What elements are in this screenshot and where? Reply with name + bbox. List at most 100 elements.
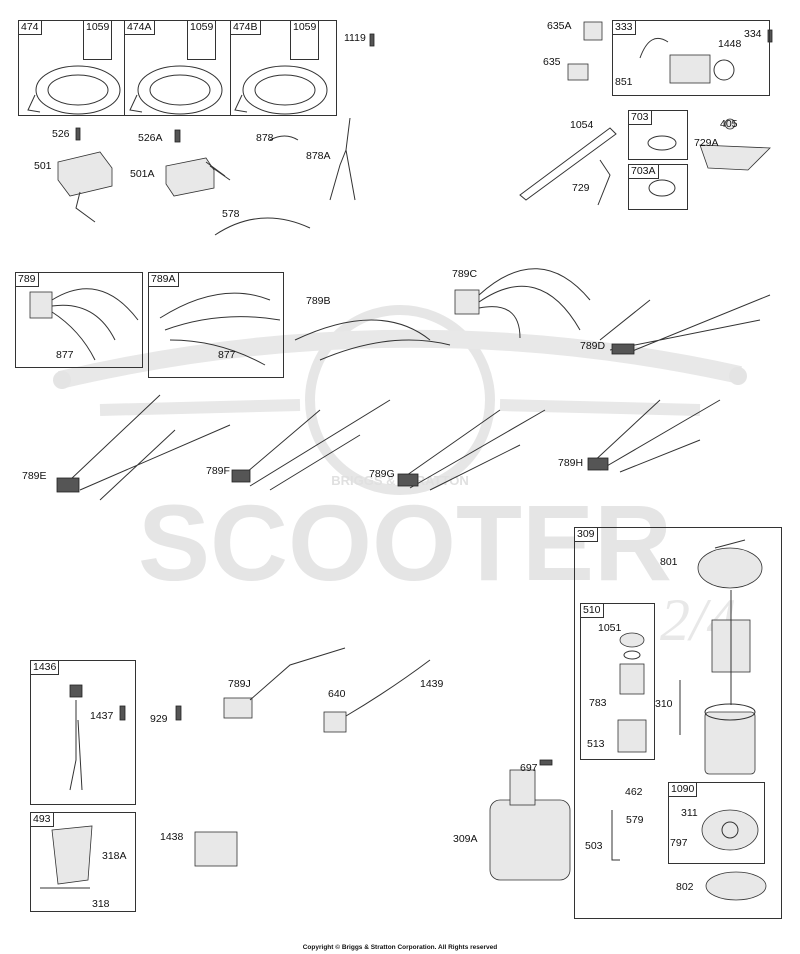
harness-789-drawing bbox=[29, 288, 139, 361]
screw-697-drawing bbox=[539, 759, 553, 766]
harness-789A-drawing bbox=[159, 292, 281, 366]
part-label-802: 802 bbox=[676, 881, 694, 893]
box-474B bbox=[230, 20, 337, 116]
regulator-501A-drawing bbox=[165, 157, 231, 197]
wire-578-drawing bbox=[214, 217, 311, 236]
housing-drawing bbox=[704, 703, 756, 775]
stator-474-drawing bbox=[27, 65, 121, 115]
wire-878-drawing bbox=[269, 135, 299, 141]
part-label-578: 578 bbox=[222, 208, 240, 220]
part-label-1051: 1051 bbox=[598, 622, 622, 634]
wire-878A-drawing bbox=[329, 117, 356, 201]
part-label-526A: 526A bbox=[138, 132, 163, 144]
part-label-318: 318 bbox=[92, 898, 110, 910]
clips-703-drawing bbox=[647, 135, 677, 197]
harness-789D-drawing bbox=[599, 294, 771, 355]
box-1436-label: 1436 bbox=[30, 660, 60, 675]
box-493-label: 493 bbox=[30, 812, 54, 827]
part-label-929: 929 bbox=[150, 713, 168, 725]
box-309 bbox=[574, 527, 782, 919]
boot-635-drawing bbox=[567, 21, 603, 81]
module-1438-drawing bbox=[194, 831, 238, 867]
box-474-sub-label: 1059 bbox=[83, 20, 113, 60]
part-label-729A: 729A bbox=[694, 137, 719, 149]
part-label-789B: 789B bbox=[306, 295, 331, 307]
part-label-310: 310 bbox=[655, 698, 673, 710]
part-label-311: 311 bbox=[681, 807, 698, 819]
box-789 bbox=[15, 272, 143, 368]
harness-640-drawing bbox=[323, 659, 431, 733]
box-1090-label: 1090 bbox=[668, 782, 698, 797]
box-789-label: 789 bbox=[15, 272, 39, 287]
screw-929-drawing bbox=[175, 705, 182, 721]
part-label-1439: 1439 bbox=[420, 678, 444, 690]
watermark-main-text: SCOOTER bbox=[138, 482, 672, 603]
harness-789H-drawing bbox=[587, 399, 721, 473]
clip-729-drawing bbox=[597, 159, 611, 206]
part-label-405: 405 bbox=[720, 118, 738, 130]
starter-309A-drawing bbox=[489, 769, 571, 881]
part-label-1119: 1119 bbox=[344, 32, 366, 44]
box-1436 bbox=[30, 660, 136, 805]
part-label-635A: 635A bbox=[547, 20, 572, 32]
box-309-label: 309 bbox=[574, 527, 598, 542]
part-label-789F: 789F bbox=[206, 465, 230, 477]
box-1090 bbox=[668, 782, 765, 864]
part-label-789H: 789H bbox=[558, 457, 584, 469]
part-label-789E: 789E bbox=[22, 470, 47, 482]
part-label-783: 783 bbox=[589, 697, 607, 709]
box-474B-label: 474B bbox=[230, 20, 261, 35]
harness-789E-drawing bbox=[56, 394, 231, 501]
screw-1437-drawing bbox=[119, 705, 126, 721]
part-label-851: 851 bbox=[615, 76, 633, 88]
box-474A-label: 474A bbox=[124, 20, 155, 35]
rectifier-501-drawing bbox=[57, 151, 113, 223]
part-label-1054: 1054 bbox=[570, 119, 594, 131]
part-label-1438: 1438 bbox=[160, 831, 184, 843]
box-510 bbox=[580, 603, 655, 760]
harness-789B-drawing bbox=[294, 319, 451, 361]
part-label-789G: 789G bbox=[369, 468, 395, 480]
part-label-801: 801 bbox=[660, 556, 678, 568]
box-510-label: 510 bbox=[580, 603, 604, 618]
part-label-640: 640 bbox=[328, 688, 346, 700]
copyright-footer: Copyright © Briggs & Stratton Corporatio… bbox=[302, 944, 498, 951]
box-493 bbox=[30, 812, 136, 912]
box-474-label: 474 bbox=[18, 20, 42, 35]
part-label-501A: 501A bbox=[130, 168, 155, 180]
part-label-878A: 878A bbox=[306, 150, 331, 162]
drive-510-drawing bbox=[617, 632, 647, 753]
part-label-579: 579 bbox=[626, 814, 644, 826]
stator-474A-drawing bbox=[129, 65, 223, 115]
washer-802-drawing bbox=[705, 871, 767, 901]
part-label-309A: 309A bbox=[453, 833, 478, 845]
part-label-635: 635 bbox=[543, 56, 561, 68]
part-label-877-a: 877 bbox=[56, 349, 74, 361]
part-label-318A: 318A bbox=[102, 850, 127, 862]
bracket-493-drawing bbox=[40, 825, 93, 889]
ignition-333-drawing bbox=[639, 38, 735, 84]
bracket-503-drawing bbox=[611, 810, 620, 861]
box-703-label: 703 bbox=[628, 110, 652, 125]
box-333 bbox=[612, 20, 770, 96]
part-label-878: 878 bbox=[256, 132, 274, 144]
part-label-797: 797 bbox=[670, 837, 688, 849]
box-474A-sub-label: 1059 bbox=[187, 20, 217, 60]
part-label-1448: 1448 bbox=[718, 38, 742, 50]
plate-729A-drawing bbox=[699, 144, 771, 171]
part-label-334: 334 bbox=[744, 28, 762, 40]
part-label-877-b: 877 bbox=[218, 349, 236, 361]
part-label-501: 501 bbox=[34, 160, 52, 172]
part-label-503: 503 bbox=[585, 840, 603, 852]
brush-plate-1090-drawing bbox=[701, 809, 759, 851]
part-label-729: 729 bbox=[572, 182, 590, 194]
tie-1054-drawing bbox=[519, 127, 617, 201]
part-label-789J: 789J bbox=[228, 678, 251, 690]
part-label-1437: 1437 bbox=[90, 710, 114, 722]
part-label-513: 513 bbox=[587, 738, 605, 750]
box-789A bbox=[148, 272, 284, 378]
box-703 bbox=[628, 110, 688, 160]
switch-1436-drawing bbox=[69, 684, 83, 791]
